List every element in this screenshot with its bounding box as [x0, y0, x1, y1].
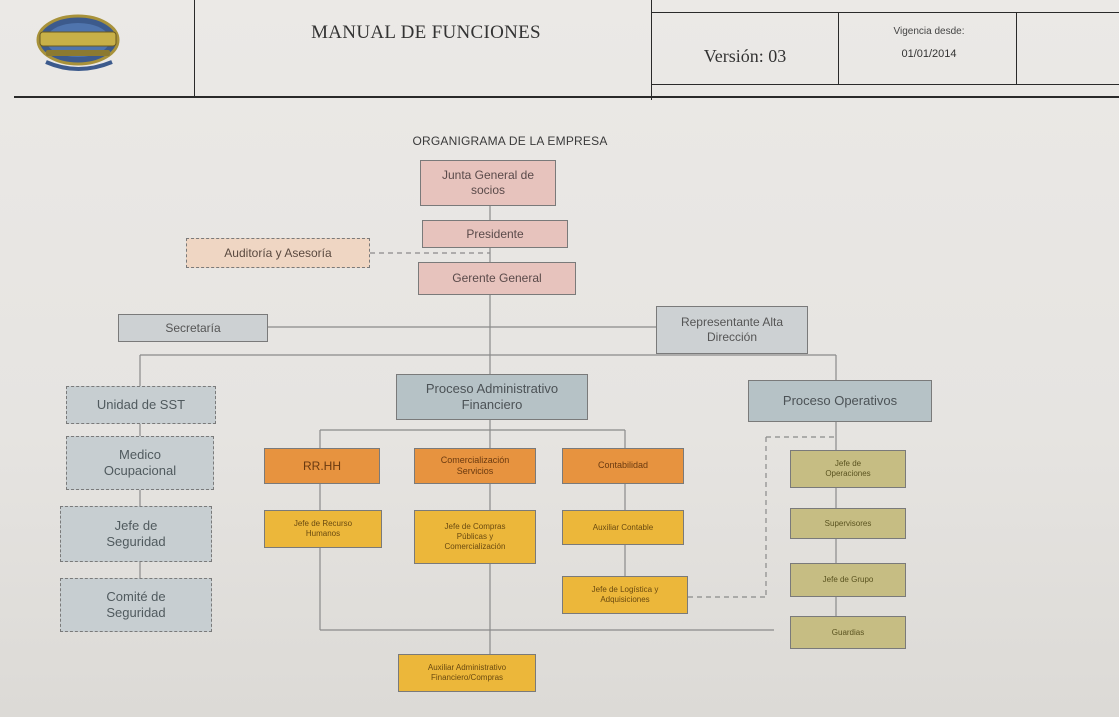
node-supervisores: Supervisores	[790, 508, 906, 539]
node-proceso-operativos: Proceso Operativos	[748, 380, 932, 422]
node-jefe-operaciones: Jefe de Operaciones	[790, 450, 906, 488]
header-bottom-border	[14, 96, 1119, 98]
vigencia-date: 01/01/2014	[901, 48, 957, 60]
company-logo	[36, 14, 120, 71]
node-gerente-general: Gerente General	[418, 262, 576, 295]
node-auxiliar-contable: Auxiliar Contable	[562, 510, 684, 545]
node-jefe-grupo: Jefe de Grupo	[790, 563, 906, 597]
header-divider-version	[838, 12, 839, 84]
node-contabilidad: Contabilidad	[562, 448, 684, 484]
node-representante: Representante Alta Dirección	[656, 306, 808, 354]
header-divider-title	[651, 0, 652, 100]
node-jefe-logistica: Jefe de Logística y Adquisiciones	[562, 576, 688, 614]
node-jefe-compras: Jefe de Compras Públicas y Comercializac…	[414, 510, 536, 564]
header-divider-logo	[194, 0, 195, 97]
node-guardias: Guardias	[790, 616, 906, 649]
node-proceso-administrativo: Proceso Administrativo Financiero	[396, 374, 588, 420]
node-presidente: Presidente	[422, 220, 568, 248]
node-junta-general: Junta General de socios	[420, 160, 556, 206]
node-jefe-seguridad: Jefe de Seguridad	[60, 506, 212, 562]
node-medico-ocupacional: Medico Ocupacional	[66, 436, 214, 490]
manual-title: MANUAL DE FUNCIONES	[311, 22, 541, 43]
org-chart-title: ORGANIGRAMA DE LA EMPRESA	[412, 134, 608, 148]
node-secretaria: Secretaría	[118, 314, 268, 342]
node-rrhh: RR.HH	[264, 448, 380, 484]
header-top-right-border	[651, 12, 1119, 13]
node-auxiliar-administrativo: Auxiliar Administrativo Financiero/Compr…	[398, 654, 536, 692]
node-comercializacion: Comercialización Servicios	[414, 448, 536, 484]
node-unidad-sst: Unidad de SST	[66, 386, 216, 424]
node-comite-seguridad: Comité de Seguridad	[60, 578, 212, 632]
header-mid-right-border	[651, 84, 1119, 85]
header-divider-vigencia	[1016, 12, 1017, 84]
node-jefe-recurso-humanos: Jefe de Recurso Humanos	[264, 510, 382, 548]
node-auditoria: Auditoría y Asesoría	[186, 238, 370, 268]
vigencia-label: Vigencia desde:	[893, 26, 965, 37]
version-label: Versión: 03	[703, 46, 787, 66]
